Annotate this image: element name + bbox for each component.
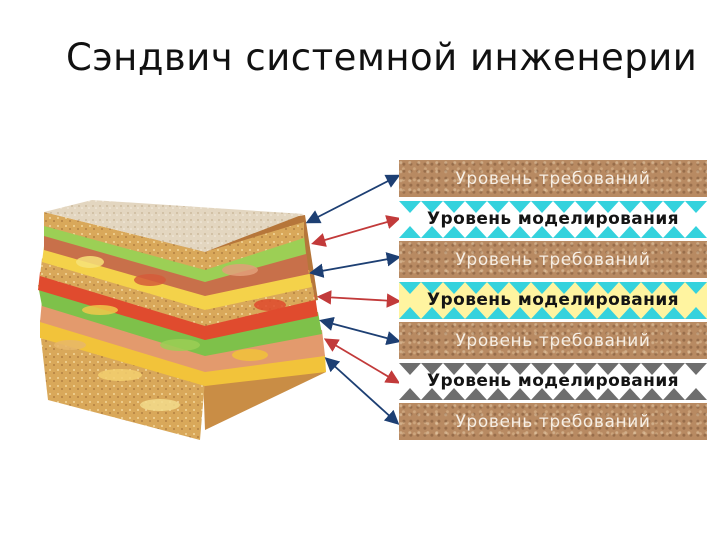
layer-modeling-1: Уровень моделирования	[399, 200, 707, 238]
layer-requirements-3: Уровень требований	[399, 322, 707, 359]
layer-label: Уровень моделирования	[427, 290, 679, 310]
zigzag-pattern	[399, 281, 707, 319]
layer-label: Уровень требований	[455, 330, 651, 351]
zigzag-pattern	[399, 362, 707, 400]
layer-requirements-4: Уровень требований	[399, 403, 707, 440]
sandwich-front	[38, 200, 326, 440]
layer-stack: Уровень требований Уровень моделирования…	[399, 160, 707, 444]
layer-label: Уровень моделирования	[427, 371, 679, 391]
filling-details	[54, 256, 286, 411]
layer-label: Уровень требований	[455, 168, 651, 189]
layer-requirements-1: Уровень требований	[399, 160, 707, 197]
zigzag-pattern	[399, 200, 707, 238]
layer-modeling-3: Уровень моделирования	[399, 362, 707, 400]
layer-label: Уровень требований	[455, 411, 651, 432]
layer-label: Уровень моделирования	[427, 209, 679, 229]
page-title: Сэндвич системной инженерии	[66, 36, 698, 79]
layer-label: Уровень требований	[455, 249, 651, 270]
layer-requirements-2: Уровень требований	[399, 241, 707, 278]
layer-modeling-2: Уровень моделирования	[399, 281, 707, 319]
